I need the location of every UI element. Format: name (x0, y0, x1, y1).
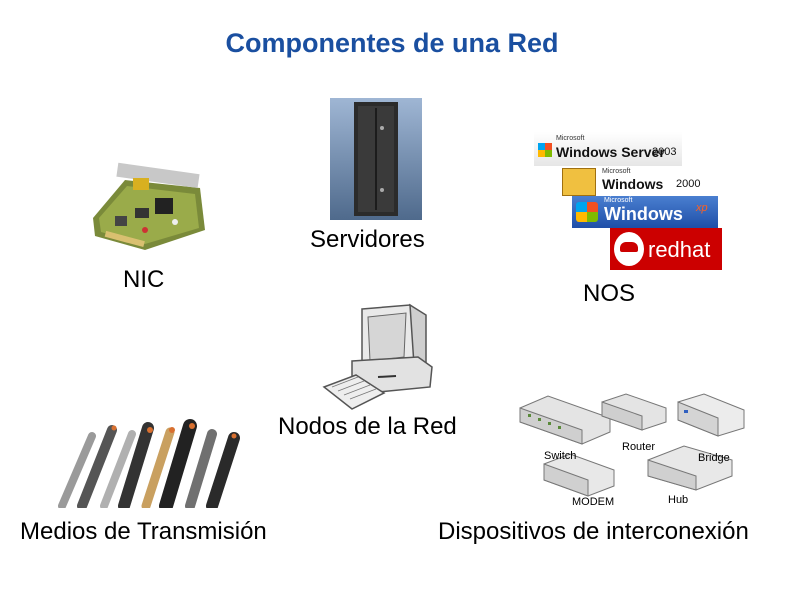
nodes-label: Nodos de la Red (278, 413, 457, 441)
windows-xp-logo: Microsoft Windows xp (572, 196, 718, 228)
devices-label: Dispositivos de interconexión (438, 518, 749, 546)
windows-server-2003-logo: Microsoft Windows Server 2003 (534, 132, 682, 166)
computer-node-image (322, 303, 434, 411)
nos-label: NOS (583, 280, 635, 308)
modem-device-label: MODEM (572, 496, 614, 508)
nic-label: NIC (123, 266, 164, 294)
interconnection-devices-image: Switch Router Bridge MODEM Hub (518, 388, 746, 510)
redhat-logo: redhat (610, 228, 722, 270)
page-title: Componentes de una Red (0, 28, 794, 59)
media-label: Medios de Transmisión (20, 518, 267, 546)
windows-2000-logo: Microsoft Windows 2000 (560, 166, 702, 196)
nic-card-image (85, 158, 213, 256)
servers-label: Servidores (310, 226, 425, 254)
switch-device-label: Switch (544, 450, 576, 462)
server-rack-image (330, 98, 422, 220)
transmission-cables-image (52, 416, 248, 508)
bridge-device-label: Bridge (698, 452, 730, 464)
router-device-label: Router (622, 441, 655, 453)
hub-device-label: Hub (668, 494, 688, 506)
